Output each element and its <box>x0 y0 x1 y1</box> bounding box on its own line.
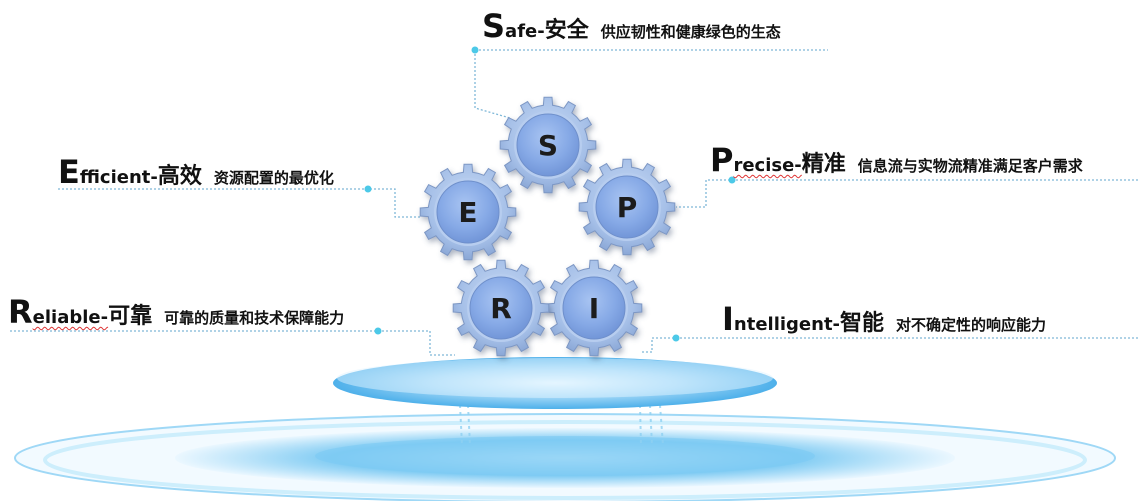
label-desc: 供应韧性和健康绿色的生态 <box>600 23 781 41</box>
leader-reliable <box>10 330 455 356</box>
label-precise: Precise-精准信息流与实物流精准满足客户需求 <box>710 144 1083 178</box>
gear-hub <box>436 180 500 244</box>
gear-precise: P <box>578 158 676 256</box>
gear-hub <box>516 113 580 177</box>
label-zh: 高效 <box>157 164 202 189</box>
gear-cluster: S P E I R <box>419 96 676 357</box>
leader-dot-efficient <box>364 185 372 193</box>
label-desc: 信息流与实物流精准满足客户需求 <box>857 157 1083 175</box>
gear-letter: I <box>589 292 599 325</box>
label-rest: afe- <box>505 21 545 42</box>
label-desc: 资源配置的最优化 <box>213 169 334 187</box>
leader-dot-reliable <box>374 327 382 335</box>
leader-efficient <box>58 188 420 218</box>
gear-letter: S <box>538 129 558 162</box>
gear-letter: P <box>617 191 638 224</box>
label-desc: 对不确定性的响应能力 <box>896 316 1047 334</box>
leader-precise <box>676 179 1138 208</box>
leader-dot-safe <box>471 46 479 54</box>
label-efficient: Efficient-高效资源配置的最优化 <box>58 156 334 190</box>
leader-safe <box>474 50 511 119</box>
label-desc: 可靠的质量和技术保障能力 <box>164 309 345 327</box>
gear-reliable: R <box>452 259 550 357</box>
leader-dot-intelligent <box>672 334 680 342</box>
leader-intelligent <box>640 337 1138 353</box>
platform <box>333 357 777 409</box>
label-zh: 智能 <box>840 311 885 336</box>
label-initial: I <box>722 300 734 338</box>
gear-hub <box>469 276 533 340</box>
gear-letter: R <box>490 292 512 325</box>
gear-intelligent: I <box>545 259 643 357</box>
gear-hub <box>595 175 659 239</box>
leader-dot-precise <box>728 176 736 184</box>
label-rest: ntelligent- <box>733 314 841 335</box>
label-rest: fficient- <box>79 167 158 188</box>
label-reliable: Reliable-可靠可靠的质量和技术保障能力 <box>8 296 344 330</box>
label-initial: S <box>482 7 506 45</box>
label-initial: R <box>8 293 33 331</box>
label-initial: P <box>710 141 734 179</box>
leader-lines <box>10 46 1138 356</box>
gear-hub <box>562 276 626 340</box>
label-rest: recise- <box>733 155 802 176</box>
gear-efficient: E <box>419 163 517 261</box>
label-safe: Safe-安全供应韧性和健康绿色的生态 <box>482 10 781 44</box>
gear-letter: E <box>458 196 477 229</box>
base-rings <box>14 413 1116 501</box>
label-zh: 精准 <box>801 152 846 177</box>
label-zh: 安全 <box>544 18 589 43</box>
label-zh: 可靠 <box>108 304 153 329</box>
label-rest: eliable- <box>32 307 109 328</box>
gear-safe: S <box>499 96 597 194</box>
label-initial: E <box>58 153 80 191</box>
label-intelligent: Intelligent-智能对不确定性的响应能力 <box>722 303 1046 337</box>
